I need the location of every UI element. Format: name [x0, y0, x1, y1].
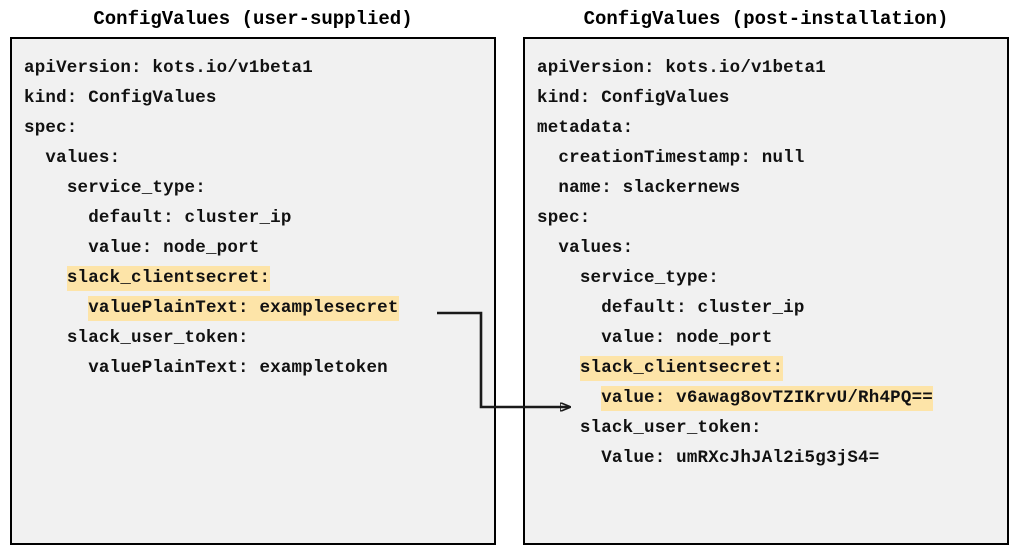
indent-spacer — [537, 268, 580, 288]
right-code-line: kind: ConfigValues — [537, 83, 1003, 113]
right-code-line: spec: — [537, 203, 1003, 233]
right-code-line: value: node_port — [537, 323, 1003, 353]
left-config-panel: apiVersion: kots.io/v1beta1 kind: ConfigV… — [10, 37, 496, 545]
right-panel-title: ConfigValues (post-installation) — [583, 8, 949, 30]
yaml-text: kind: ConfigValues — [24, 88, 217, 108]
indent-spacer — [24, 268, 67, 288]
left-code-line: slack_user_token: — [24, 323, 490, 353]
highlighted-yaml-text: value: v6awag8ovTZIKrvU/Rh4PQ== — [601, 386, 933, 411]
indent-spacer — [537, 178, 558, 198]
yaml-text: Value: umRXcJhJAl2i5g3jS4= — [601, 448, 880, 468]
left-code-line: spec: — [24, 113, 490, 143]
indent-spacer — [24, 238, 88, 258]
left-code-line: value: node_port — [24, 233, 490, 263]
yaml-text: slack_user_token: — [579, 418, 762, 438]
indent-spacer — [24, 178, 67, 198]
right-code-line: slack_clientsecret: — [537, 353, 1003, 383]
indent-spacer — [24, 298, 88, 318]
yaml-text: value: node_port — [601, 328, 773, 348]
yaml-text: spec: — [24, 118, 78, 138]
highlighted-yaml-text: valuePlainText: examplesecret — [88, 296, 399, 321]
yaml-text: service_type: — [579, 268, 719, 288]
yaml-text: kind: ConfigValues — [537, 88, 730, 108]
left-code-line: valuePlainText: exampletoken — [24, 353, 490, 383]
yaml-text: valuePlainText: exampletoken — [88, 358, 388, 378]
indent-spacer — [537, 328, 601, 348]
left-code-line: kind: ConfigValues — [24, 83, 490, 113]
left-code-line: valuePlainText: examplesecret — [24, 293, 490, 323]
yaml-text: metadata: — [537, 118, 634, 138]
left-code-line: slack_clientsecret: — [24, 263, 490, 293]
right-code-line: apiVersion: kots.io/v1beta1 — [537, 53, 1003, 83]
left-code-line: service_type: — [24, 173, 490, 203]
right-code-line: values: — [537, 233, 1003, 263]
left-code-line: values: — [24, 143, 490, 173]
yaml-text: values: — [558, 238, 634, 258]
indent-spacer — [537, 298, 601, 318]
yaml-text: creationTimestamp: null — [558, 148, 805, 168]
indent-spacer — [537, 418, 580, 438]
yaml-text: value: node_port — [88, 238, 260, 258]
right-code-line: value: v6awag8ovTZIKrvU/Rh4PQ== — [537, 383, 1003, 413]
indent-spacer — [24, 358, 88, 378]
yaml-text: spec: — [537, 208, 591, 228]
right-code-line: service_type: — [537, 263, 1003, 293]
left-code-line: default: cluster_ip — [24, 203, 490, 233]
indent-spacer — [537, 358, 580, 378]
indent-spacer — [537, 148, 558, 168]
yaml-text: default: cluster_ip — [601, 298, 805, 318]
yaml-text: default: cluster_ip — [88, 208, 292, 228]
indent-spacer — [24, 328, 67, 348]
right-config-panel: apiVersion: kots.io/v1beta1 kind: ConfigV… — [523, 37, 1009, 545]
indent-spacer — [24, 208, 88, 228]
right-code-line: name: slackernews — [537, 173, 1003, 203]
highlighted-yaml-text: slack_clientsecret: — [579, 356, 784, 381]
right-code-line: Value: umRXcJhJAl2i5g3jS4= — [537, 443, 1003, 473]
yaml-text: service_type: — [66, 178, 206, 198]
left-panel-title: ConfigValues (user-supplied) — [93, 8, 413, 30]
right-code-line: creationTimestamp: null — [537, 143, 1003, 173]
right-code-line: slack_user_token: — [537, 413, 1003, 443]
left-code-line: apiVersion: kots.io/v1beta1 — [24, 53, 490, 83]
right-code-line: metadata: — [537, 113, 1003, 143]
left-yaml-code: apiVersion: kots.io/v1beta1 kind: ConfigV… — [24, 53, 490, 383]
yaml-text: name: slackernews — [558, 178, 741, 198]
right-yaml-code: apiVersion: kots.io/v1beta1 kind: ConfigV… — [537, 53, 1003, 473]
yaml-text: apiVersion: kots.io/v1beta1 — [24, 58, 313, 78]
highlighted-yaml-text: slack_clientsecret: — [66, 266, 271, 291]
indent-spacer — [24, 148, 45, 168]
indent-spacer — [537, 448, 601, 468]
yaml-text: values: — [45, 148, 121, 168]
yaml-text: apiVersion: kots.io/v1beta1 — [537, 58, 826, 78]
indent-spacer — [537, 238, 558, 258]
indent-spacer — [537, 388, 601, 408]
yaml-text: slack_user_token: — [66, 328, 249, 348]
right-code-line: default: cluster_ip — [537, 293, 1003, 323]
